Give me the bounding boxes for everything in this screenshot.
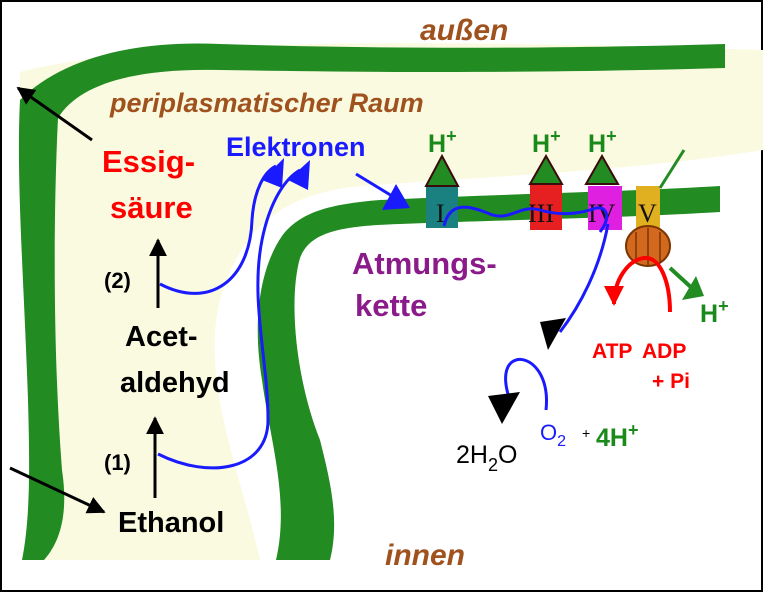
label-outside: außen (420, 14, 508, 47)
label-electrons: Elektronen (226, 132, 366, 162)
label-atp: ATP (592, 340, 632, 363)
electron-arrowhead-1 (288, 160, 310, 190)
electron-path-1 (157, 168, 301, 470)
label-oxygen-plus: + (582, 425, 590, 441)
complex-3-box (530, 184, 562, 230)
label-acetaldehyde-2: aldehyd (120, 367, 230, 399)
label-oxygen: O2 (540, 420, 566, 450)
electron-to-oxygen (558, 223, 610, 333)
acid-out-arrow (16, 86, 93, 142)
complex-5-box (636, 186, 660, 230)
label-water: 2H2O (456, 441, 517, 475)
ethanol-in-arrow (9, 466, 106, 514)
complex-5-label: V (638, 199, 657, 228)
label-acid-1: Essig- (102, 144, 195, 179)
atp-arc (604, 255, 672, 313)
inner-membrane (257, 186, 720, 560)
label-acetaldehyde-1: Acet- (125, 321, 198, 353)
electron-oxygen-arrowhead (540, 318, 566, 350)
label-step2: (2) (104, 268, 131, 293)
proton-triangle-4 (584, 153, 620, 185)
atp-synthase-stalk (658, 149, 686, 189)
label-pi: + Pi (652, 370, 690, 393)
label-chain-1: Atmungs- (352, 246, 497, 281)
label-four-h: 4H+ (596, 420, 638, 452)
label-inside: innen (385, 539, 465, 572)
complex-1-box (426, 186, 458, 228)
label-adp: ADP (642, 340, 686, 363)
label-step1: (1) (104, 450, 131, 475)
hplus-out: H+ (700, 296, 729, 328)
label-acid-2: säure (110, 190, 193, 225)
complex-1-label: I (436, 199, 445, 228)
water-curve (504, 357, 548, 411)
complex-4-label: IV (588, 199, 616, 228)
label-chain-2: kette (355, 288, 427, 323)
hplus-4: H+ (588, 126, 617, 158)
hplus-3: H+ (532, 126, 561, 158)
proton-triangle-1 (424, 153, 460, 187)
electron-entry-arrowhead (382, 184, 410, 210)
electron-entry-line (355, 172, 393, 198)
hplus-1: H+ (428, 126, 457, 158)
cytoplasm-region (58, 72, 763, 560)
proton-triangle-3 (528, 153, 564, 185)
label-ethanol: Ethanol (118, 507, 224, 539)
proton-out-arrowhead (682, 276, 704, 300)
electron-chain-line (442, 205, 609, 233)
water-arrowhead (488, 392, 520, 424)
electron-path-2 (159, 164, 277, 295)
label-periplasm: periplasmatischer Raum (109, 88, 424, 118)
electron-arrowhead-2 (262, 158, 284, 188)
